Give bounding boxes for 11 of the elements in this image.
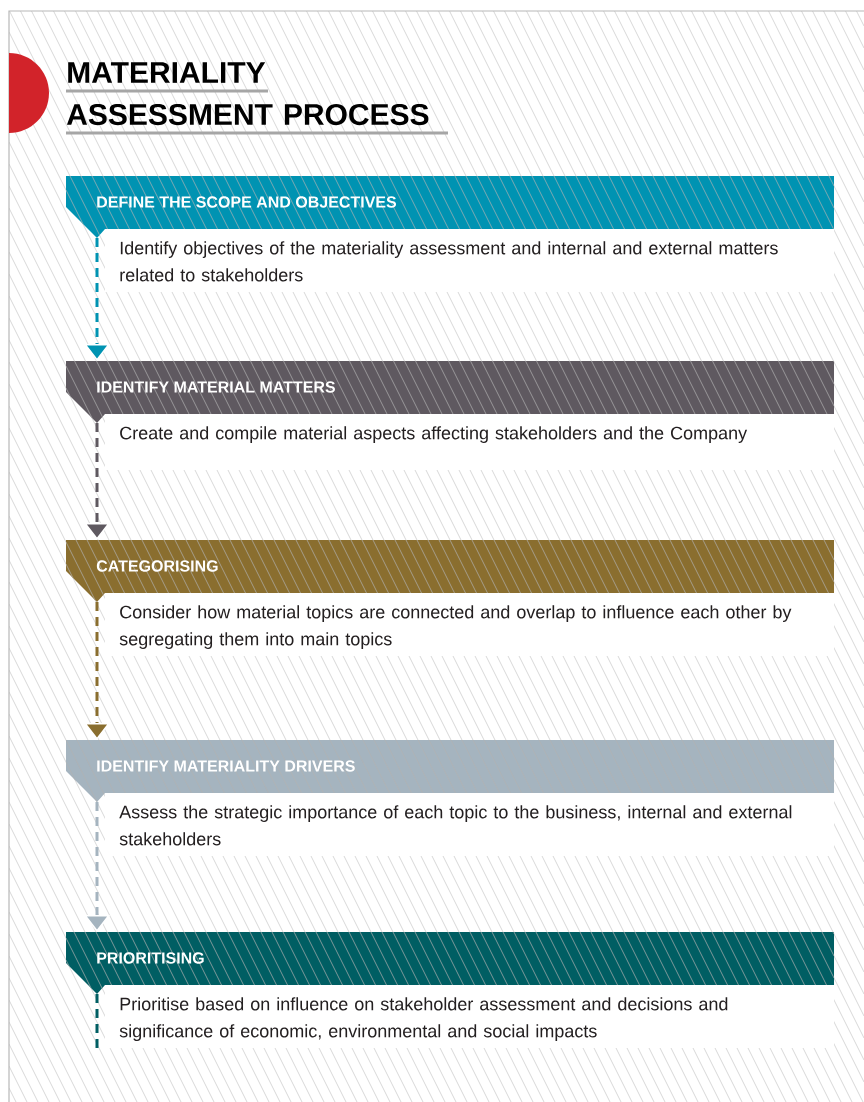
step-box: DEFINE THE SCOPE AND OBJECTIVES Identify objectives of the materiality assessment and internal and external matters related to stakeholders <box>66 176 834 292</box>
node-label: Assess the strategic importance of each topic to the business, internal and external stakeholders <box>119 805 792 846</box>
title: MATERIALITY ASSESSMENT PROCESS <box>64 62 450 135</box>
step-box: IDENTIFY MATERIALITY DRIVERS Assess the strategic importance of each topic to the business, internal and external stakeholders <box>66 740 834 856</box>
node-label: Create and compile material aspects affecting stakeholders and the Company <box>120 426 748 443</box>
step-box: IDENTIFY MATERIAL MATTERS Create and compile material aspects affecting stakeholders and the Company <box>66 361 834 470</box>
node-label: Prioritise based on influence on stakeholder assessment and decisions and significance of economic, environmental and social impacts <box>119 997 728 1041</box>
step-box: PRIORITISING Prioritise based on influence on stakeholder assessment and decisions and significance of economic, environmental and social impacts <box>66 932 834 1048</box>
node-label: Identify objectives of the materiality assessment and internal and external matters related to stakeholders <box>120 241 778 282</box>
step-box: CATEGORISING Consider how material topics are connected and overlap to influence each other by segregating them into main topics <box>66 540 834 656</box>
node-label: Consider how material topics are connected and overlap to influence each other by segregating them into main topics <box>119 605 792 649</box>
